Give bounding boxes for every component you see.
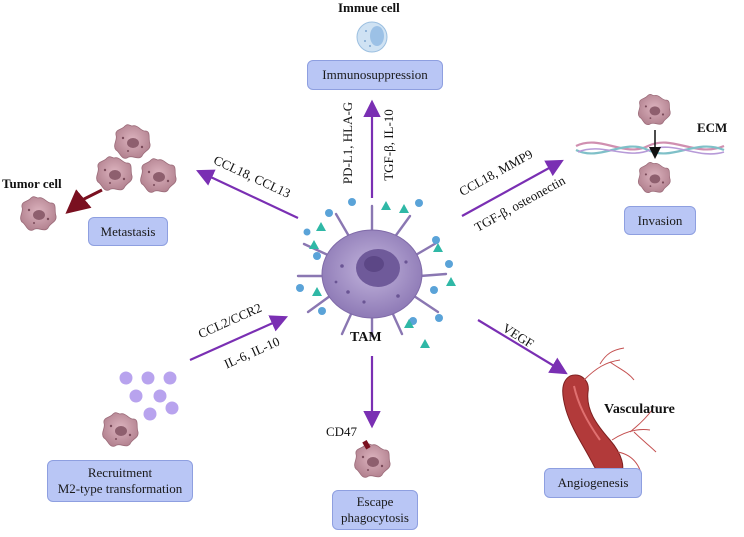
recruitment-label-line1: Recruitment (87, 465, 153, 480)
invasion-label: Invasion (637, 212, 683, 228)
tam-label: TAM (350, 330, 382, 345)
signal-immuno-right: TGF-β, IL-10 (381, 109, 396, 181)
recruitment-label-line2: M2-type transformation (57, 481, 183, 496)
recruited-tumor-cell-icon (102, 412, 139, 447)
metastasis-label: Metastasis (100, 223, 156, 239)
tumor-cell-cluster-icon (20, 124, 177, 231)
invading-tumor-cells-icon (637, 93, 671, 194)
signal-escape: CD47 (326, 424, 358, 439)
cytokine-triangles (309, 201, 456, 348)
signal-immuno-left: PD-L1, HLA-G (340, 101, 355, 185)
arrow-angiogenesis (477, 319, 568, 375)
immunosuppression-label: Immunosuppression (322, 67, 428, 82)
cd47-tumor-cell-icon (354, 440, 391, 478)
angiogenesis-box: Angiogenesis (544, 468, 642, 498)
invasion-box: Invasion (624, 206, 696, 235)
vasculature-label: Vasculature (604, 402, 675, 417)
immunosuppression-box: Immunosuppression (307, 60, 443, 90)
arrow-recruitment (189, 315, 289, 362)
ecm-label: ECM (697, 120, 728, 135)
angiogenesis-label: Angiogenesis (557, 475, 629, 490)
escape-label-line2: phagocytosis (341, 510, 409, 525)
escape-label-line1: Escape (356, 494, 394, 509)
arrows (189, 99, 568, 429)
escape-phagocytosis-box: Escape phagocytosis (332, 490, 418, 530)
arrow-invasion (461, 159, 564, 217)
monocyte-dots-icon (119, 371, 179, 421)
tam-cell (296, 204, 448, 338)
tumor-cell-label: Tumor cell (2, 176, 62, 191)
immune-cell-label: Immue cell (338, 0, 400, 15)
recruitment-box: Recruitment M2-type transformation (47, 460, 193, 502)
metastasis-box: Metastasis (88, 217, 168, 246)
immune-cell-icon (356, 21, 388, 53)
ecm-fibers-icon (575, 141, 725, 155)
arrow-metastasis (196, 169, 299, 219)
